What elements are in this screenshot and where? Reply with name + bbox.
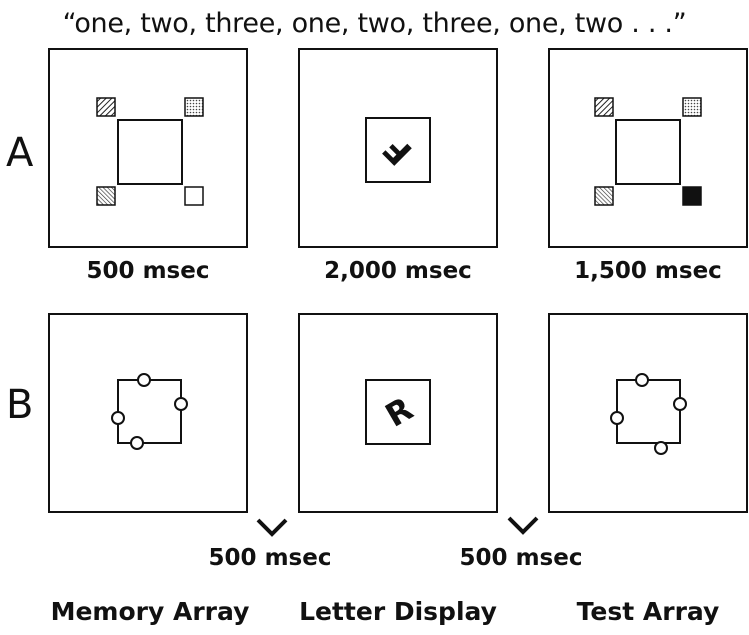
central-square <box>615 119 681 185</box>
white-square-bottom-right <box>184 186 204 206</box>
row-b-test-array <box>610 373 687 455</box>
central-square <box>117 119 183 185</box>
circle-left <box>610 411 624 425</box>
black-square-bottom-right <box>682 186 702 206</box>
row-a-test-array <box>594 97 702 206</box>
row-label-b: B <box>6 382 34 428</box>
caption-test-array: Test Array <box>576 597 720 626</box>
caption-memory-array: Memory Array <box>50 597 250 626</box>
duration-memory-array: 500 msec <box>86 258 210 284</box>
counting-quote: “one, two, three, one, two, three, one, … <box>62 8 687 39</box>
circle-top <box>137 373 151 387</box>
row-b-memory-array <box>111 373 188 450</box>
row-label-a: A <box>6 130 34 176</box>
letter-box <box>365 379 431 445</box>
circle-top <box>635 373 649 387</box>
caption-letter-display: Letter Display <box>299 597 497 626</box>
dotted-square-top-right <box>184 97 204 117</box>
row-a-letter-display: F <box>365 117 431 183</box>
chevron-down-icon <box>507 516 539 535</box>
central-square <box>117 379 182 444</box>
row-a-memory-array <box>96 97 204 206</box>
chevron-down-icon <box>256 518 288 537</box>
dotted-square-top-right <box>682 97 702 117</box>
hatched-square-top-left <box>594 97 614 117</box>
hatched-square-bottom-left <box>96 186 116 206</box>
hatched-square-bottom-left <box>594 186 614 206</box>
gap-duration-1: 500 msec <box>208 545 332 571</box>
row-b-test-array-frame <box>548 313 748 513</box>
central-square <box>616 379 681 444</box>
row-b-letter-display: R <box>365 379 431 445</box>
circle-right <box>174 397 188 411</box>
row-a-memory-array-frame <box>48 48 248 248</box>
row-b-memory-array-frame <box>48 313 248 513</box>
circle-right <box>673 397 687 411</box>
hatched-square-top-left <box>96 97 116 117</box>
letter-box <box>365 117 431 183</box>
row-b-letter-display-frame <box>298 313 498 513</box>
duration-letter-display: 2,000 msec <box>324 258 472 284</box>
row-a-test-array-frame <box>548 48 748 248</box>
duration-test-array: 1,500 msec <box>574 258 722 284</box>
gap-duration-2: 500 msec <box>459 545 583 571</box>
circle-bottom <box>130 436 144 450</box>
circle-bottom <box>654 441 668 455</box>
circle-left <box>111 411 125 425</box>
